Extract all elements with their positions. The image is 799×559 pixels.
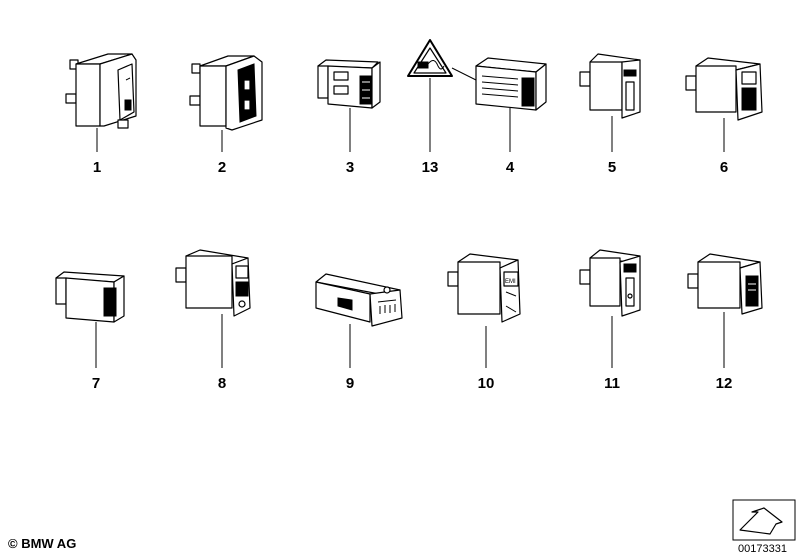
switch-part-7	[55, 271, 125, 323]
switch-part-9	[315, 273, 403, 327]
switch-part-8	[175, 249, 251, 317]
callout-8: 8	[218, 375, 226, 392]
vent-grille	[481, 75, 519, 98]
callout-5: 5	[608, 159, 616, 176]
callout-10: 10	[478, 375, 495, 392]
callout-2: 2	[218, 159, 226, 176]
diagonal-arrow-icon	[739, 507, 783, 535]
warning-triangle-part-13	[407, 39, 453, 77]
leader-line-13-to-4	[451, 67, 477, 81]
switch-part-4	[475, 57, 547, 111]
switch-part-3	[317, 59, 381, 109]
navigation-arrow-box	[732, 499, 796, 541]
switch-part-12	[687, 253, 763, 315]
callout-4: 4	[506, 159, 515, 176]
callout-9: 9	[346, 375, 354, 392]
switch-part-10: EMI	[447, 253, 521, 323]
switch-part-11	[579, 249, 641, 317]
document-number: 00173331	[738, 543, 787, 555]
switch-part-5	[579, 53, 641, 119]
callout-11: 11	[604, 375, 620, 392]
callout-3: 3	[346, 159, 354, 176]
switch-part-6	[685, 57, 763, 121]
callout-12: 12	[716, 375, 733, 392]
emergency-warning-symbol: EMI	[505, 279, 516, 285]
callout-6: 6	[720, 159, 728, 176]
copyright-text: © BMW AG	[8, 536, 77, 551]
callout-1: 1	[93, 159, 101, 176]
callout-13: 13	[422, 159, 439, 176]
callout-7: 7	[92, 375, 100, 392]
switch-part-1	[65, 53, 137, 129]
heated-window-icon	[377, 299, 397, 314]
switch-part-2	[189, 55, 263, 131]
